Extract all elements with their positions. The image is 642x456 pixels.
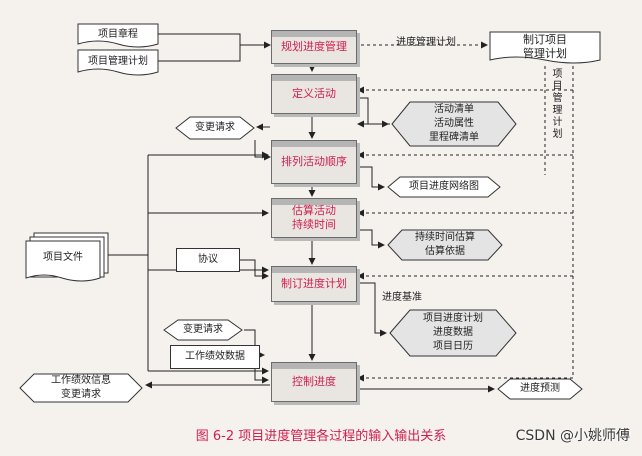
input-change-request-1: 变更请求 — [195, 122, 235, 133]
output-work-performance-info: 工作绩效信息 变更请求 — [51, 375, 111, 400]
hex-work-perf — [19, 373, 143, 403]
doc-project-charter: 项目章程 — [98, 29, 138, 40]
input-change-request-2: 变更请求 — [183, 324, 223, 335]
process-label: 规划进度管理 — [281, 40, 347, 53]
process-plan-schedule-management: 规划进度管理 — [271, 30, 357, 64]
process-control-schedule: 控制进度 — [271, 362, 357, 402]
figure-caption: 图 6-2 项目进度管理各过程的输入输出关系 — [195, 429, 447, 444]
output-schedule-documents: 项目进度计划 进度数据 项目日历 — [423, 313, 483, 352]
label-project-management-plan-vertical: 项目管理计划 — [550, 68, 561, 140]
doc-work-performance-data: 工作绩效数据 — [170, 345, 260, 369]
output-activity-list: 活动清单 活动属性 里程碑清单 — [429, 104, 479, 143]
doc-shape-pm-plan — [77, 49, 159, 76]
hex-forecast — [497, 378, 583, 400]
hex-change2 — [163, 319, 243, 341]
output-duration-estimates: 持续时间估算 估算依据 — [415, 232, 475, 257]
label-schedule-management-plan: 进度管理计划 — [396, 37, 456, 48]
process-estimate-durations: 估算活动 持续时间 — [271, 198, 357, 238]
watermark: CSDN @小姚师傅 — [515, 428, 630, 444]
output-network-diagram: 项目进度网络图 — [409, 181, 479, 192]
process-define-activities: 定义活动 — [271, 74, 357, 114]
hex-change1 — [175, 116, 255, 140]
hex-network — [387, 176, 501, 198]
doc-project-documents: 项目文件 — [43, 252, 83, 263]
doc-project-management-plan: 项目管理计划 — [88, 56, 148, 67]
process-label: 制订进度计划 — [281, 277, 347, 290]
doc-agreement: 协议 — [176, 248, 240, 272]
doc-shape-project-docs — [25, 240, 101, 282]
hex-duration — [387, 229, 503, 261]
process-label: 排列活动顺序 — [281, 155, 347, 168]
process-label: 估算活动 持续时间 — [292, 204, 336, 231]
doc-shape-charter — [77, 23, 159, 48]
hex-schedule-docs — [389, 309, 517, 357]
process-label: 控制进度 — [292, 375, 336, 388]
hex-activity-list — [391, 101, 517, 147]
doc-shape-make-plan — [489, 31, 601, 64]
output-schedule-forecast: 进度预测 — [520, 383, 560, 394]
process-develop-schedule: 制订进度计划 — [271, 266, 357, 302]
output-make-pm-plan: 制订项目 管理计划 — [523, 33, 567, 60]
process-label: 定义活动 — [292, 87, 336, 100]
label-schedule-baseline: 进度基准 — [382, 292, 422, 303]
process-sequence-activities: 排列活动顺序 — [271, 140, 357, 184]
